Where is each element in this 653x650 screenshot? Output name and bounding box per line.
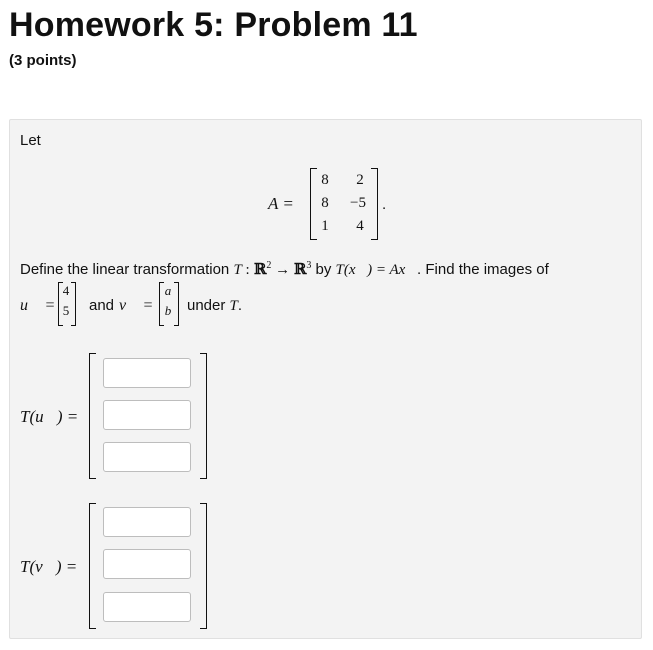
matrix-label-text: A = — [268, 194, 294, 213]
v-label: v⃗ = — [119, 297, 154, 314]
by-text: by — [311, 261, 336, 278]
under-T-symbol: T — [229, 298, 238, 314]
Tv-input-2[interactable] — [103, 549, 191, 579]
under-text: under — [187, 297, 226, 314]
matrix-cell: 4 — [356, 218, 364, 234]
under-line: under T. — [187, 297, 242, 315]
matrix-left-bracket — [310, 168, 317, 240]
Tv-right-bracket — [200, 503, 207, 629]
Tu-input-1[interactable] — [103, 358, 191, 388]
u-vector-entry: 5 — [62, 303, 70, 318]
Tu-label: T(u⃗) = — [20, 407, 79, 426]
u-label: u⃗ = — [20, 297, 56, 314]
R-symbol: ℝ — [253, 260, 267, 278]
problem-panel: Let A = 8 2 8 −5 1 4 . Define the linear… — [9, 119, 642, 639]
matrix-label: A = — [268, 194, 294, 214]
matrix-cell: 2 — [356, 172, 364, 188]
R-symbol: ℝ — [293, 260, 307, 278]
matrix-cell: 8 — [321, 195, 329, 211]
page-title: Homework 5: Problem 11 — [9, 6, 418, 44]
and-text: and — [89, 297, 115, 314]
Tu-input-2[interactable] — [103, 400, 191, 430]
points-label: (3 points) — [9, 52, 77, 69]
exponent-2: 2 — [266, 260, 272, 271]
T-symbol: T — [233, 262, 242, 278]
colon-symbol: : — [241, 262, 250, 278]
v-vector-entry: a — [164, 283, 172, 298]
matrix-cell: 8 — [321, 172, 329, 188]
Tv-input-3[interactable] — [103, 592, 191, 622]
transformation-formula: T(x⃗) = Ax⃗ — [335, 262, 418, 278]
Tv-input-1[interactable] — [103, 507, 191, 537]
matrix-cell: −5 — [350, 195, 366, 211]
define-text: Define the linear transformation — [20, 261, 230, 278]
Tv-left-bracket — [89, 503, 96, 629]
u-right-bracket — [71, 282, 76, 326]
matrix-right-bracket — [371, 168, 378, 240]
u-left-bracket — [58, 282, 63, 326]
Tu-right-bracket — [200, 353, 207, 479]
exponent-3: 3 — [306, 260, 312, 271]
u-vector-entry: 4 — [62, 283, 70, 298]
Tv-label: T(v⃗) = — [20, 557, 78, 576]
definition-line: Define the linear transformation T : ℝ2 … — [20, 260, 549, 279]
matrix-cell: 1 — [321, 218, 329, 234]
matrix-period: . — [382, 196, 387, 213]
Tu-input-3[interactable] — [103, 442, 191, 472]
u-vector: 4 5 — [58, 282, 78, 326]
under-period: . — [237, 297, 243, 314]
find-text: . Find the images of — [417, 261, 549, 278]
Tu-left-bracket — [89, 353, 96, 479]
v-vector-entry: b — [164, 303, 172, 318]
matrix-A: 8 2 8 −5 1 4 — [310, 168, 378, 240]
v-left-bracket — [159, 282, 164, 326]
v-right-bracket — [174, 282, 179, 326]
arrow-symbol: → — [271, 262, 294, 278]
v-vector: a b — [159, 282, 181, 326]
intro-text: Let — [20, 132, 41, 149]
